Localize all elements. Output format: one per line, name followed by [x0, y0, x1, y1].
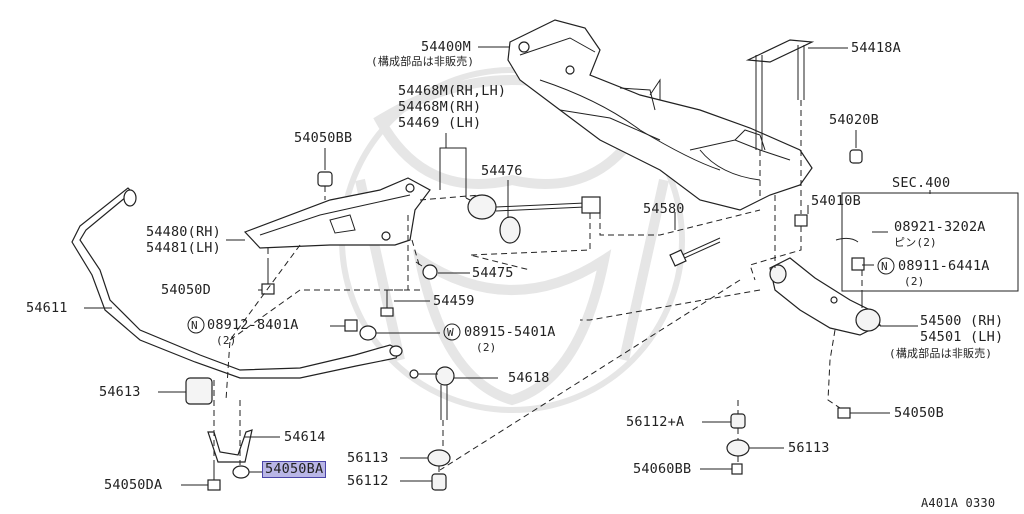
label-56113-center[interactable]: 56113: [347, 450, 389, 466]
lower-arm-54500[interactable]: [769, 257, 881, 336]
label-54614[interactable]: 54614: [284, 429, 326, 445]
insulator-56113-center[interactable]: [427, 449, 451, 467]
label-54475[interactable]: 54475: [472, 265, 514, 281]
bushing-54476-part[interactable]: [467, 194, 601, 244]
label-56113-right[interactable]: 56113: [788, 440, 830, 456]
label-08911-sub: (2): [904, 275, 925, 288]
bushing-56112a[interactable]: [730, 413, 746, 429]
label-54050da[interactable]: 54050DA: [104, 477, 163, 493]
label-54060bb[interactable]: 54060BB: [633, 461, 692, 477]
diagram-code: A401A 0330: [921, 496, 996, 510]
label-54469-lh[interactable]: 54469 (LH): [398, 115, 482, 131]
stud-bracket-part[interactable]: [745, 39, 815, 150]
label-54020b[interactable]: 54020B: [829, 112, 879, 128]
label-08912[interactable]: 08912-8401A: [207, 317, 299, 333]
circle-n-08912: [187, 316, 205, 334]
nut-54020b[interactable]: [849, 149, 863, 164]
label-54010b[interactable]: 54010B: [811, 193, 861, 209]
link-54618[interactable]: [409, 366, 455, 420]
nut-54010b[interactable]: [794, 214, 808, 227]
bolt-54580[interactable]: [669, 237, 721, 267]
pin-08921[interactable]: [835, 237, 859, 243]
label-08915-sub: (2): [476, 341, 497, 354]
label-54476[interactable]: 54476: [481, 163, 523, 179]
label-54500-rh[interactable]: 54500 (RH): [920, 313, 1004, 329]
label-54050ba-selected[interactable]: 54050BA: [262, 461, 327, 478]
clamp-54614[interactable]: [207, 429, 253, 463]
label-08911[interactable]: 08911-6441A: [898, 258, 990, 274]
nut-08911[interactable]: [851, 257, 865, 271]
bushing-56112-center[interactable]: [431, 473, 447, 491]
nut-54060bb[interactable]: [731, 463, 743, 475]
label-08912-sub: (2): [216, 334, 237, 347]
label-54500-note: (構成部品は非販売): [889, 347, 993, 360]
nut-54050bb[interactable]: [317, 171, 333, 187]
washer-08915[interactable]: [359, 325, 377, 341]
label-54580[interactable]: 54580: [643, 201, 685, 217]
circle-n-08911: [877, 257, 895, 275]
subframe-part[interactable]: [507, 19, 813, 211]
assembly-dashed-lines: [213, 100, 863, 474]
label-54480-rh[interactable]: 54480(RH): [146, 224, 221, 240]
label-sec400[interactable]: SEC.400: [892, 175, 951, 191]
circle-n-08911-letter: N: [881, 260, 888, 273]
label-08921-sub: ピン(2): [894, 236, 937, 249]
label-08921[interactable]: 08921-3202A: [894, 219, 986, 235]
bolt-54050da[interactable]: [207, 466, 221, 491]
label-54611[interactable]: 54611: [26, 300, 68, 316]
label-54481-lh[interactable]: 54481(LH): [146, 240, 221, 256]
label-54501-lh[interactable]: 54501 (LH): [920, 329, 1004, 345]
label-54050d[interactable]: 54050D: [161, 282, 211, 298]
label-54618[interactable]: 54618: [508, 370, 550, 386]
bolt-54475[interactable]: [415, 261, 438, 280]
label-54400m[interactable]: 54400M: [421, 39, 471, 55]
label-08915[interactable]: 08915-5401A: [464, 324, 556, 340]
label-54050b[interactable]: 54050B: [894, 405, 944, 421]
bracket-54480-part[interactable]: [243, 177, 431, 249]
insulator-56113-right[interactable]: [726, 439, 750, 457]
bolt-54459[interactable]: [380, 290, 394, 317]
nut-54050ba[interactable]: [232, 465, 250, 479]
label-54418a[interactable]: 54418A: [851, 40, 901, 56]
label-54459[interactable]: 54459: [433, 293, 475, 309]
label-54468m-rhlh[interactable]: 54468M(RH,LH): [398, 83, 507, 99]
label-54468m-rh[interactable]: 54468M(RH): [398, 99, 482, 115]
label-54400m-note: (構成部品は非販売): [371, 55, 475, 68]
label-54613[interactable]: 54613: [99, 384, 141, 400]
bushing-54613[interactable]: [185, 377, 213, 405]
label-54050bb[interactable]: 54050BB: [294, 130, 353, 146]
nut-54050b[interactable]: [837, 407, 851, 419]
circle-n-08912-letter: N: [191, 319, 198, 332]
watermark-emblem: [339, 67, 685, 413]
circle-w-08915: [443, 323, 461, 341]
nut-08912[interactable]: [344, 319, 358, 332]
circle-w-08915-letter: W: [447, 326, 454, 339]
leader-lines: [84, 46, 931, 486]
label-56112a[interactable]: 56112+A: [626, 414, 685, 430]
stabilizer-bar-54611[interactable]: [71, 187, 403, 379]
label-56112-center[interactable]: 56112: [347, 473, 389, 489]
